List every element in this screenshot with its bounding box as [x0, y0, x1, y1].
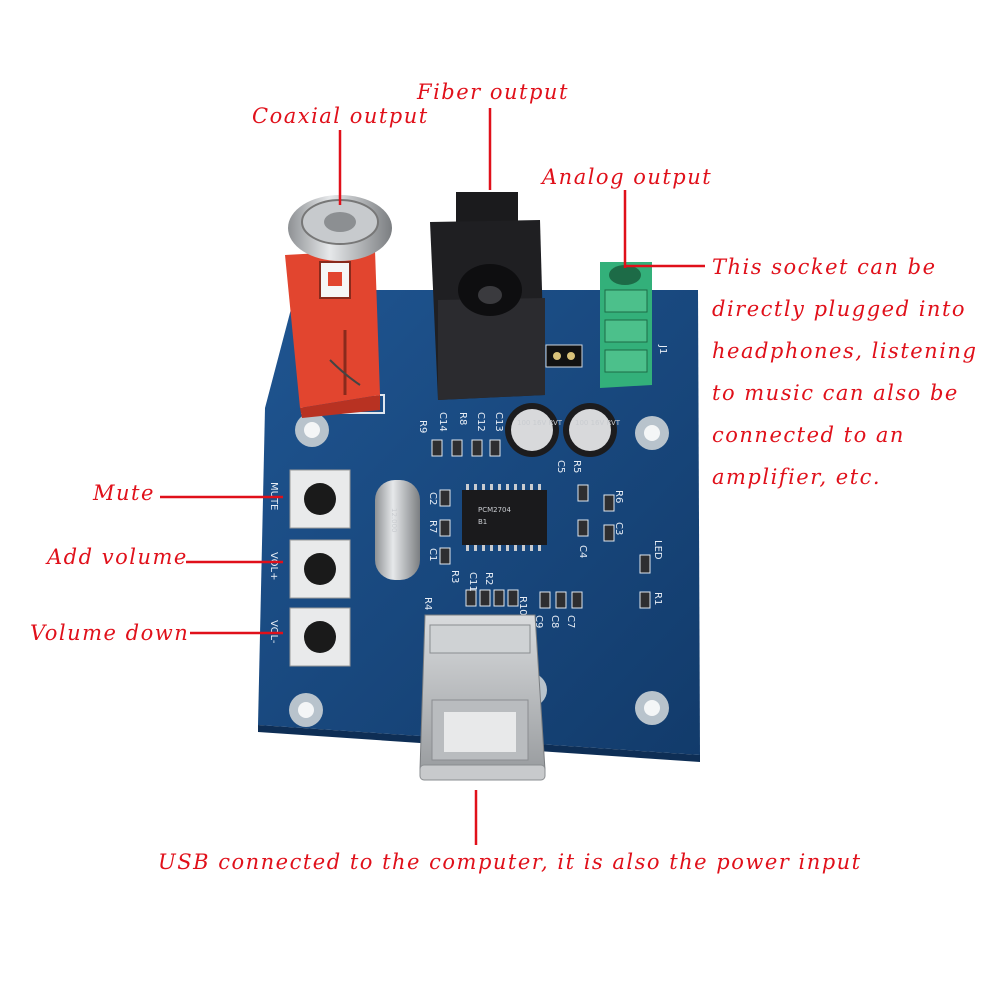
svg-text:C3: C3	[613, 522, 624, 535]
svg-text:C14: C14	[437, 412, 448, 432]
label-j1: J1	[657, 344, 668, 354]
svg-text:R2: R2	[483, 572, 494, 585]
svg-text:C4: C4	[577, 545, 588, 558]
svg-text:R7: R7	[427, 520, 438, 533]
label-vol-plus: VOL+	[268, 552, 279, 581]
crystal-label: 12.000	[390, 508, 398, 533]
svg-text:R10: R10	[517, 596, 528, 616]
crystal-oscillator: 12.000	[375, 480, 420, 580]
volume-down-label: Volume down	[30, 621, 190, 645]
mute-label: Mute	[93, 481, 155, 505]
svg-text:R5: R5	[571, 460, 582, 473]
svg-text:C2: C2	[427, 492, 438, 505]
add-volume-label: Add volume	[47, 545, 188, 569]
chip-label-2: B1	[478, 518, 487, 526]
svg-text:R8: R8	[457, 412, 468, 425]
svg-text:C13: C13	[493, 412, 504, 432]
svg-text:C12: C12	[475, 412, 486, 432]
electrolytic-capacitors: 100 16V RVT 100 16V RVT	[505, 403, 621, 457]
usb-b-connector	[419, 614, 546, 781]
svg-text:LED: LED	[652, 540, 663, 560]
cap-rating-2: 100 16V RVT	[575, 419, 621, 427]
note-line-1: This socket can be	[712, 255, 937, 279]
fiber-output-label: Fiber output	[417, 80, 569, 104]
note-line-4: to music can also be	[712, 381, 959, 405]
svg-text:R6: R6	[613, 490, 624, 503]
usb-label: USB connected to the computer, it is als…	[158, 850, 862, 874]
note-line-5: connected to an	[712, 423, 905, 447]
coaxial-output-label: Coaxial output	[252, 104, 429, 128]
cap-rating-1: 100 16V RVT	[517, 419, 563, 427]
push-buttons	[289, 469, 351, 667]
svg-text:C7: C7	[565, 615, 576, 628]
chip-label-1: PCM2704	[478, 506, 512, 514]
svg-text:R9: R9	[417, 420, 428, 433]
smd-components	[431, 439, 651, 609]
svg-text:C1: C1	[427, 548, 438, 561]
svg-text:C11: C11	[467, 572, 478, 592]
analog-note: This socket can be directly plugged into…	[712, 255, 977, 507]
svg-text:R1: R1	[652, 592, 663, 605]
rca-coaxial-connector	[285, 195, 392, 418]
svg-text:R3: R3	[449, 570, 460, 583]
leader-lines	[160, 108, 705, 845]
note-line-2: directly plugged into	[712, 297, 967, 321]
note-line-3: headphones, listening	[712, 339, 978, 363]
svg-text:C8: C8	[549, 615, 560, 628]
dac-chip: PCM2704 B1	[462, 484, 547, 551]
svg-text:R4: R4	[422, 597, 433, 610]
svg-text:C5: C5	[555, 460, 566, 473]
note-line-6: amplifier, etc.	[712, 465, 882, 489]
optical-connector	[430, 192, 545, 400]
analog-jack	[545, 262, 652, 388]
analog-output-label: Analog output	[542, 165, 713, 189]
component-labels: R9 C14 R8 C12 C13 C2 R7 C1 R3 R2 C11 R4 …	[417, 412, 663, 628]
svg-text:C9: C9	[533, 615, 544, 628]
